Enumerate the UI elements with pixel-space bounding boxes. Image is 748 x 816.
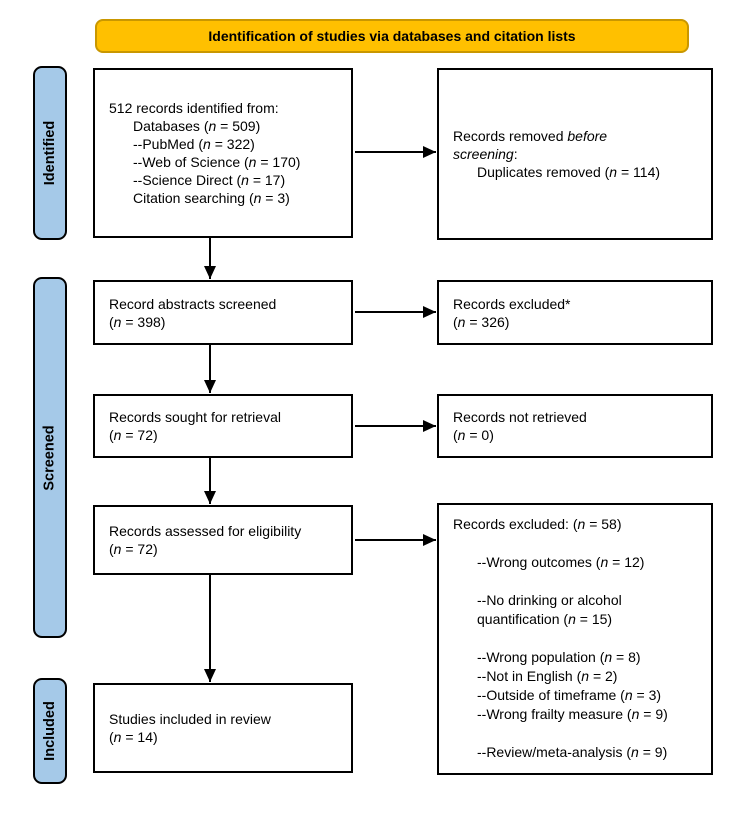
text-line: --Outside of timeframe (n = 3) xyxy=(477,687,662,703)
arrow-screened-to-excluded xyxy=(355,306,436,318)
text-line: Duplicates removed (n = 114) xyxy=(477,164,661,180)
box-records-sought-for-retrieval: Records sought for retrieval (n = 72) xyxy=(93,394,353,458)
arrow-identified-to-removed xyxy=(355,146,436,158)
text-line: --Science Direct (n = 17) xyxy=(133,172,286,188)
box-records-assessed-for-eligibility: Records assessed for eligibility (n = 72) xyxy=(93,505,353,575)
box-records-excluded-eligibility: Records excluded: (n = 58) --Wrong outco… xyxy=(437,503,713,775)
text-line: (n = 72) xyxy=(109,541,158,557)
text-line: --Not in English (n = 2) xyxy=(477,668,618,684)
text-line: Studies included in review xyxy=(109,711,271,727)
text-line: (n = 0) xyxy=(453,427,494,443)
text-line: Records excluded* xyxy=(453,295,571,312)
text-line: --PubMed (n = 322) xyxy=(133,136,255,152)
box-record-abstracts-screened: Record abstracts screened(n = 398) xyxy=(93,280,353,345)
text-line: Records assessed for eligibility xyxy=(109,523,302,539)
text-line: Records sought for retrieval xyxy=(109,409,281,425)
text-line: (n = 326) xyxy=(453,313,510,330)
arrow-screened-to-sought xyxy=(204,345,216,393)
text-line xyxy=(453,629,701,648)
text-line: Records not retrieved xyxy=(453,409,587,425)
text-line xyxy=(453,534,701,553)
text-line xyxy=(453,724,701,743)
text-line: --Wrong frailty measure (n = 9) xyxy=(477,706,668,722)
text-line: Record abstracts screened xyxy=(109,295,277,312)
arrow-assessed-to-included xyxy=(204,575,216,682)
text-line: --Wrong population (n = 8) xyxy=(477,649,641,665)
text-line: Databases (n = 509) xyxy=(133,118,261,134)
text-line: (n = 14) xyxy=(109,729,158,745)
stage-included: Included xyxy=(33,678,67,784)
banner-title: Identification of studies via databases … xyxy=(95,19,689,53)
text-line: Records excluded: (n = 58) xyxy=(453,516,622,532)
box-records-identified: 512 records identified from: Databases (n… xyxy=(93,68,353,238)
text-line: 512 records identified from: xyxy=(109,100,279,116)
box-records-excluded: Records excluded*(n = 326) xyxy=(437,280,713,345)
stage-label: Screened xyxy=(42,424,59,491)
text-line: --No drinking or alcohol xyxy=(477,592,622,608)
text-line: --Review/meta-analysis (n = 9) xyxy=(477,744,668,760)
text-line: screening: xyxy=(453,146,518,162)
arrow-assessed-to-excluded xyxy=(355,534,436,546)
text-line: quantification (n = 15) xyxy=(477,611,613,627)
box-records-not-retrieved: Records not retrieved (n = 0) xyxy=(437,394,713,458)
arrow-sought-to-not-retrieved xyxy=(355,420,436,432)
stage-identified: Identified xyxy=(33,66,67,240)
text-line: (n = 398) xyxy=(109,313,166,330)
text-line: Citation searching (n = 3) xyxy=(133,190,290,206)
box-studies-included-in-review: Studies included in review (n = 14) xyxy=(93,683,353,773)
text-line: --Wrong outcomes (n = 12) xyxy=(477,554,645,570)
stage-screened: Screened xyxy=(33,277,67,638)
arrow-identified-to-screened xyxy=(204,238,216,279)
text-line xyxy=(453,572,701,591)
stage-label: Identified xyxy=(42,120,59,186)
text-line: --Web of Science (n = 170) xyxy=(133,154,301,170)
arrow-sought-to-assessed xyxy=(204,458,216,504)
box-records-removed-before-screening: Records removed before screening: Duplicat… xyxy=(437,68,713,240)
stage-label: Included xyxy=(42,701,58,761)
text-line: Records removed before xyxy=(453,128,608,144)
text-line: (n = 72) xyxy=(109,427,158,443)
